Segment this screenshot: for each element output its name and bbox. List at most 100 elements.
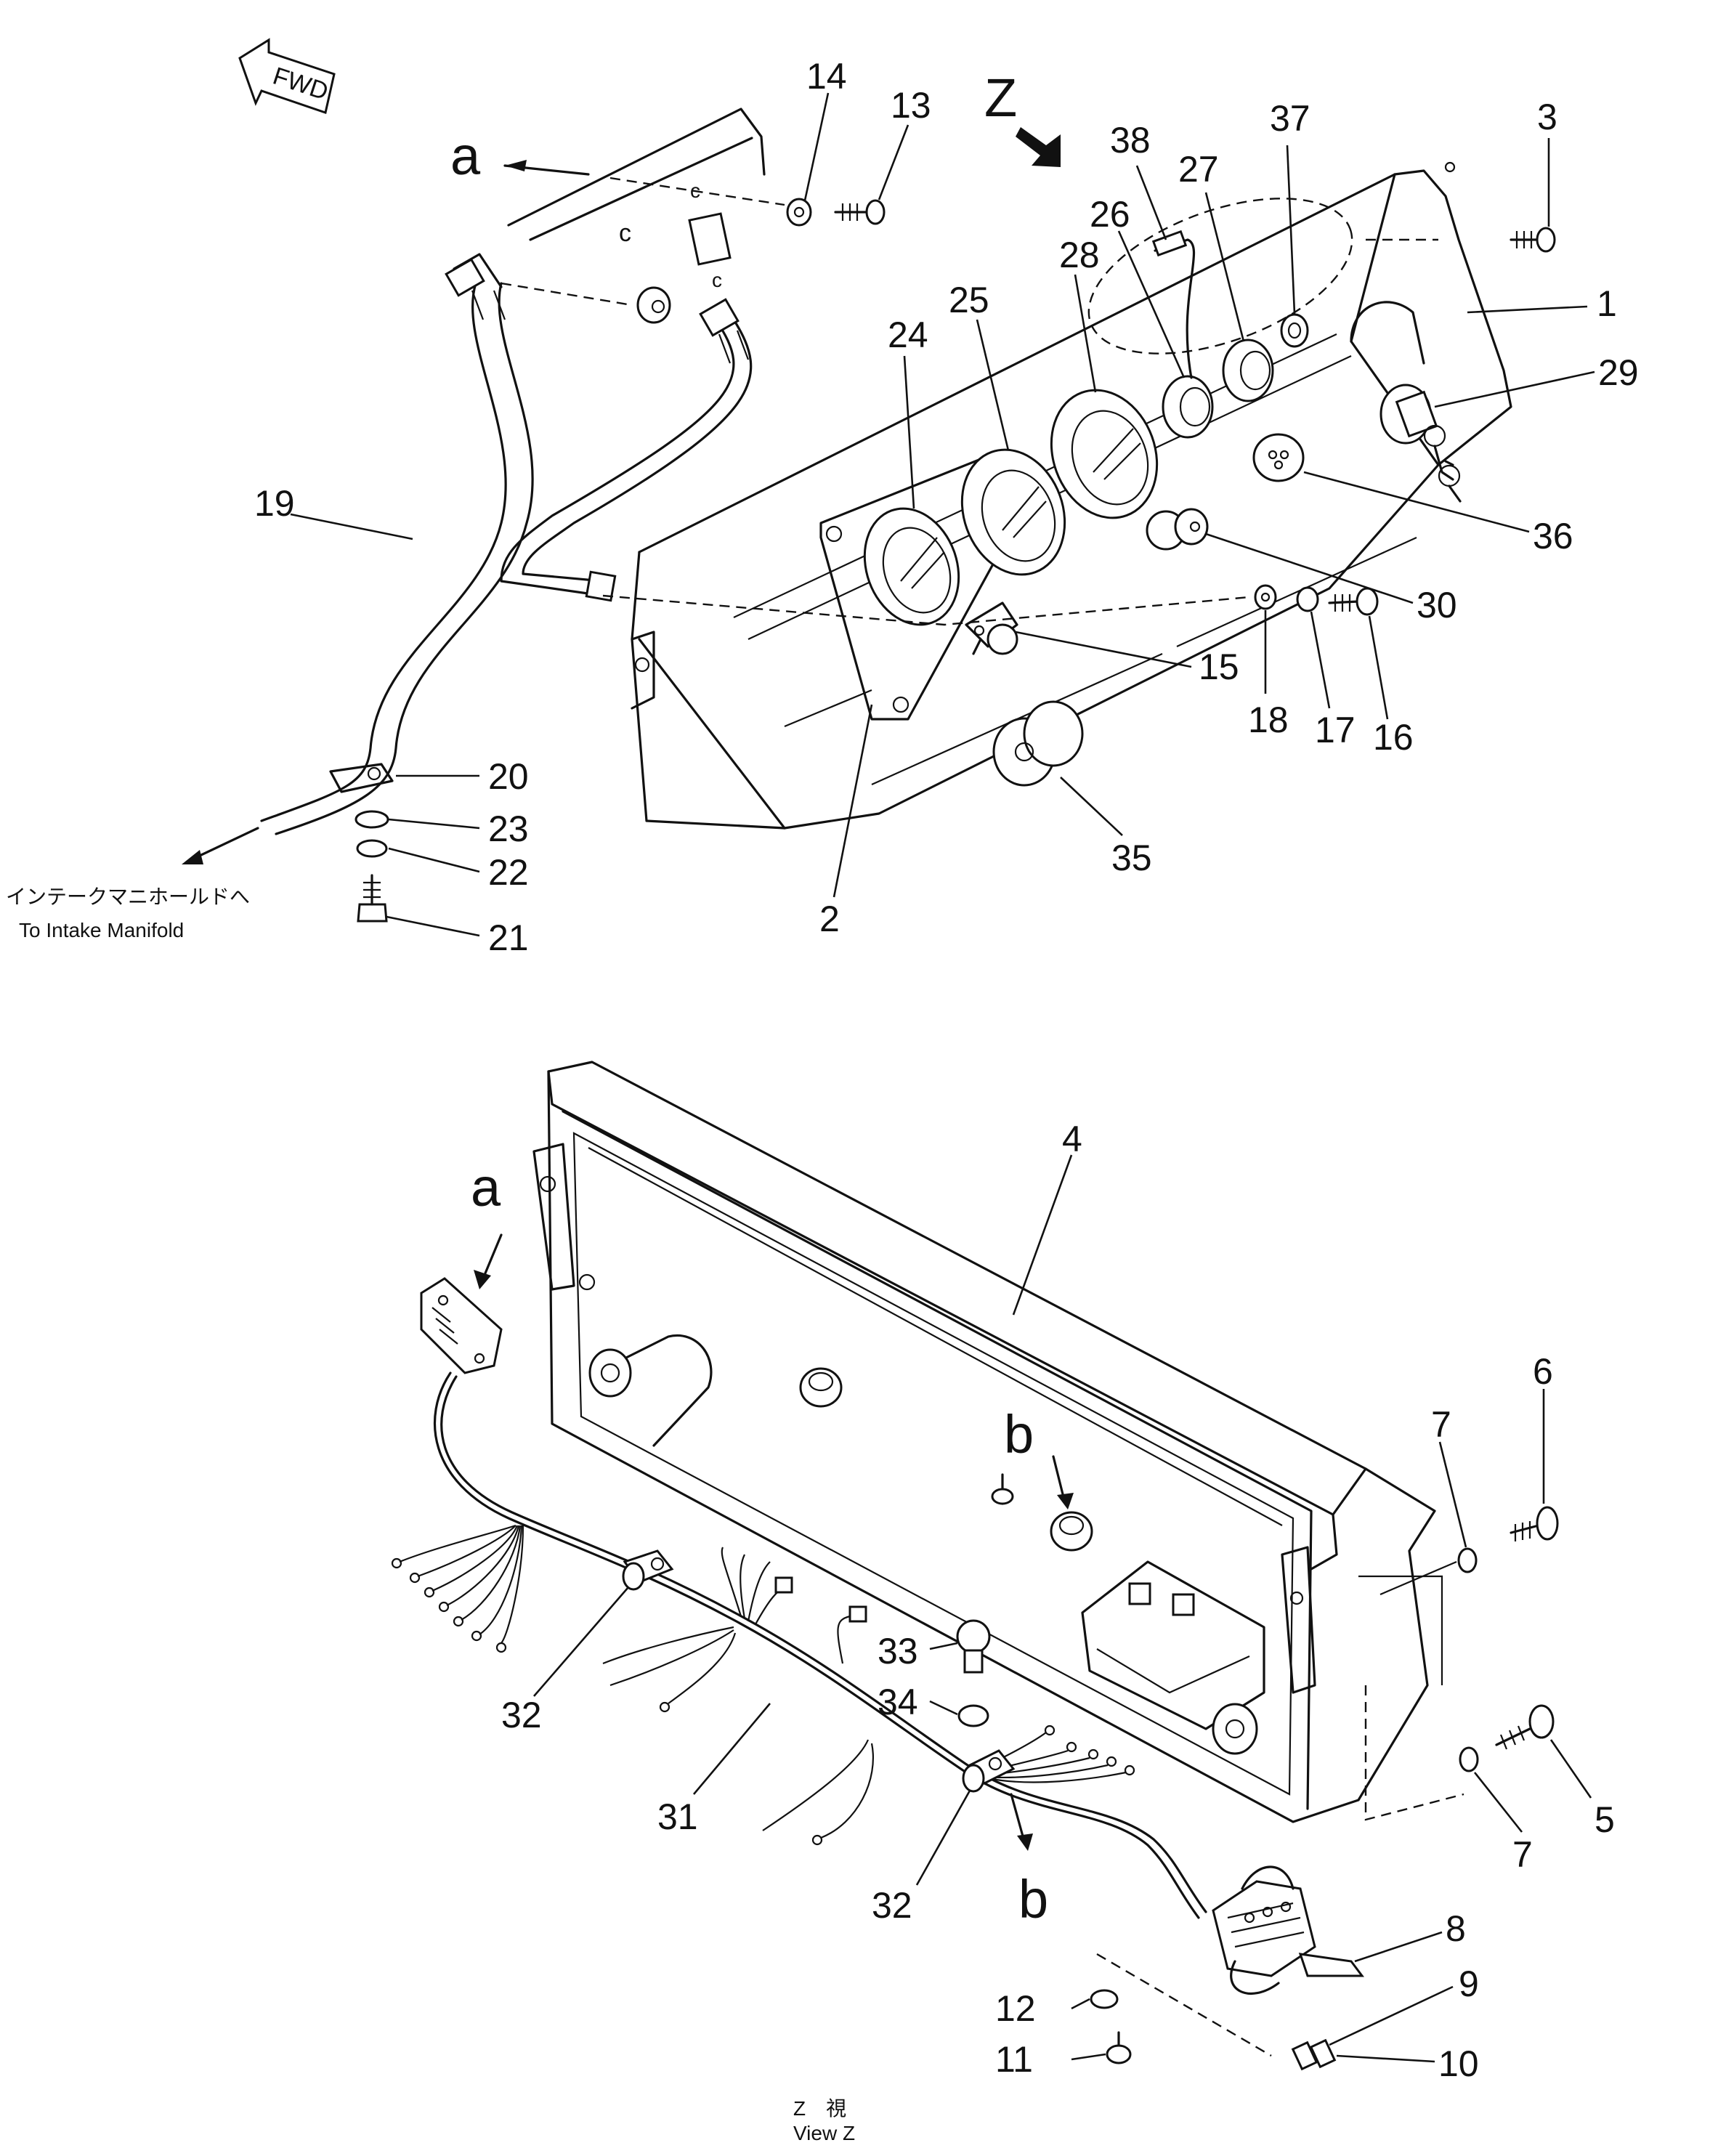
callout-14: 14 xyxy=(806,56,847,97)
callout-17: 17 xyxy=(1315,710,1356,750)
ref-arrowhead-icon xyxy=(505,160,527,171)
switch-15-icon xyxy=(965,601,1018,655)
view-caption-jp: Z 視 xyxy=(793,2097,846,2120)
fwd-arrow-icon: FWD xyxy=(238,38,336,114)
callout-2: 2 xyxy=(819,899,840,939)
callout-22: 22 xyxy=(488,852,529,893)
top-leader-lines xyxy=(290,92,1595,937)
callout-20: 20 xyxy=(488,756,529,797)
lockwasher-22-icon xyxy=(356,839,388,858)
callout-32-left: 32 xyxy=(501,1695,542,1735)
callout-4: 4 xyxy=(1062,1119,1082,1159)
top-callout-labels: 14 13 38 37 3 27 26 28 1 29 24 25 19 36 … xyxy=(254,56,1639,958)
fuse-block-8-icon xyxy=(1212,1865,1364,1995)
sensor-wire-38 xyxy=(1151,230,1196,379)
lockwasher-12-icon xyxy=(1090,1989,1119,2009)
callout-13: 13 xyxy=(891,85,931,126)
washer-18-icon xyxy=(1254,584,1277,610)
wire-harness-31 xyxy=(391,1371,1207,1919)
callout-7-top: 7 xyxy=(1431,1404,1451,1445)
ref-label-a-top: a xyxy=(450,126,481,186)
callout-21: 21 xyxy=(488,917,529,958)
ref-label-a-bottom: a xyxy=(471,1157,501,1217)
indicator-lamp-26-icon xyxy=(1162,375,1214,439)
ref-arrowhead-icon xyxy=(474,1270,491,1289)
panel-case xyxy=(532,1061,1464,1823)
callout-24: 24 xyxy=(888,315,928,355)
connector-36-icon xyxy=(1252,433,1305,482)
callout-1: 1 xyxy=(1597,283,1617,324)
washer-7-bottom-icon xyxy=(1459,1746,1479,1772)
grommet-37-icon xyxy=(1280,313,1309,348)
callout-31: 31 xyxy=(657,1796,698,1837)
callout-30: 30 xyxy=(1417,585,1457,625)
bolt-21-icon xyxy=(357,874,388,923)
bulb-33-icon xyxy=(956,1619,991,1674)
callout-25: 25 xyxy=(949,280,989,320)
callout-33: 33 xyxy=(878,1631,918,1671)
callout-38: 38 xyxy=(1110,120,1151,161)
callout-27: 27 xyxy=(1178,149,1219,190)
bolt-16-icon xyxy=(1328,587,1379,616)
callout-32-right: 32 xyxy=(872,1885,912,1926)
screw-11-icon xyxy=(1106,2031,1132,2064)
view-z-arrow-icon xyxy=(1016,127,1061,167)
callout-16: 16 xyxy=(1373,717,1414,758)
callout-7-bottom: 7 xyxy=(1512,1834,1533,1875)
intake-label-jp: インテークマニホールドへ xyxy=(6,885,250,908)
callout-11: 11 xyxy=(995,2039,1033,2080)
callout-29: 29 xyxy=(1598,352,1639,393)
callout-15: 15 xyxy=(1199,647,1239,687)
clamp-20-icon xyxy=(329,763,394,793)
key-switch-29-icon xyxy=(1379,384,1462,503)
assembly-line xyxy=(501,282,633,307)
assembly-line xyxy=(1379,1560,1457,1596)
bracket-c-icon xyxy=(688,212,732,266)
buzzer-35-icon xyxy=(992,700,1084,787)
callout-23: 23 xyxy=(488,808,529,849)
view-caption-en: View Z xyxy=(793,2122,855,2144)
ref-arrow-a-bottom xyxy=(482,1233,503,1280)
fuse-9-icon xyxy=(1291,2040,1318,2071)
ref-label-c-3: c xyxy=(712,269,722,291)
callout-18: 18 xyxy=(1248,700,1289,740)
callout-37: 37 xyxy=(1270,98,1310,139)
intake-label-en: To Intake Manifold xyxy=(19,919,184,941)
hose-19 xyxy=(260,253,534,835)
callout-10: 10 xyxy=(1438,2043,1479,2084)
gauge-24-icon xyxy=(863,507,960,626)
switch-30-icon xyxy=(1146,508,1209,551)
washer-34-icon xyxy=(957,1704,989,1727)
bottom-leader-lines xyxy=(533,1154,1592,2063)
callout-34: 34 xyxy=(878,1682,918,1722)
lockwasher-17-icon xyxy=(1296,586,1319,612)
ref-arrowhead-icon xyxy=(1017,1833,1033,1851)
callout-28: 28 xyxy=(1059,235,1100,275)
callout-35: 35 xyxy=(1111,838,1152,878)
callout-36: 36 xyxy=(1533,516,1573,556)
gauge-28-icon xyxy=(1050,389,1159,519)
fitting-c-icon xyxy=(636,286,671,324)
indicator-lamp-27-icon xyxy=(1222,339,1274,402)
clamp-32-left-icon xyxy=(622,1549,674,1591)
callout-6: 6 xyxy=(1533,1351,1553,1392)
washer-14-icon xyxy=(786,198,812,227)
ref-label-c-2: c xyxy=(690,179,700,202)
callout-5: 5 xyxy=(1595,1799,1615,1840)
bottom-callout-labels: 4 6 7 5 7 32 31 33 34 32 8 9 12 11 10 xyxy=(501,1119,1615,2084)
ref-arrow-b-bottom xyxy=(1010,1793,1026,1843)
callout-26: 26 xyxy=(1090,194,1130,235)
intake-arrowhead-icon xyxy=(182,850,203,864)
clamp-32-right-icon xyxy=(962,1749,1016,1793)
ref-label-c-1: c xyxy=(619,219,631,247)
bolt-5-icon xyxy=(1495,1704,1555,1750)
assembly-line xyxy=(1096,1953,1272,2057)
bolt-6-icon xyxy=(1510,1506,1559,1541)
callout-3: 3 xyxy=(1537,97,1557,137)
view-z-label: Z xyxy=(984,68,1017,128)
bolt-3-icon xyxy=(1510,227,1556,253)
ref-arrowhead-icon xyxy=(1057,1493,1074,1509)
pipe-to-gauge xyxy=(500,298,753,602)
fuse-10-icon xyxy=(1309,2038,1337,2069)
